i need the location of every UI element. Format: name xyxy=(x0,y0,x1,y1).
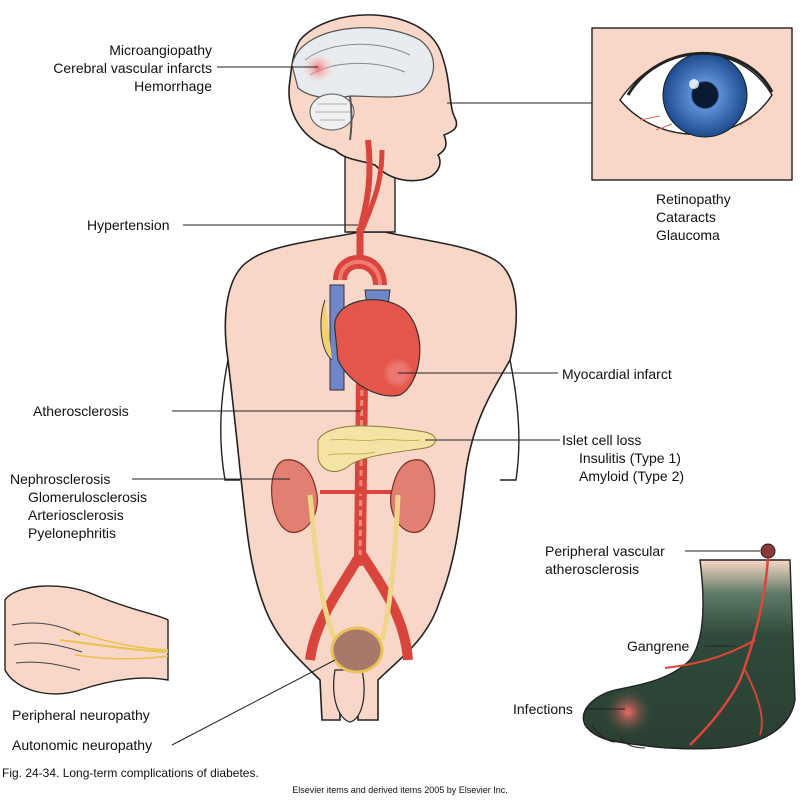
heart xyxy=(320,254,421,397)
kidneys xyxy=(271,459,436,641)
label-islet-cell-loss: Islet cell loss xyxy=(562,432,642,448)
label-peripheral-vascular: Peripheral vascular xyxy=(545,543,665,559)
label-autonomic-neuropathy: Autonomic neuropathy xyxy=(12,737,153,753)
right-arm xyxy=(500,359,520,481)
label-atherosclerosis: Atherosclerosis xyxy=(33,403,129,419)
hand-illustration xyxy=(4,585,169,695)
bladder xyxy=(330,626,384,674)
figure-caption: Fig. 24-34. Long-term complications of d… xyxy=(2,766,259,780)
leader-lines xyxy=(132,66,760,746)
left-arm xyxy=(220,359,240,481)
brain xyxy=(291,27,435,141)
label-cataracts: Cataracts xyxy=(656,209,716,225)
label-arteriosclerosis: Arteriosclerosis xyxy=(28,507,124,523)
eye-inset xyxy=(591,27,793,181)
label-retinopathy: Retinopathy xyxy=(656,191,731,207)
label-infections: Infections xyxy=(513,701,573,717)
label-insulitis: Insulitis (Type 1) xyxy=(579,450,681,466)
label-glomerulosclerosis: Glomerulosclerosis xyxy=(28,489,148,505)
copyright-notice: Elsevier items and derived items 2005 by… xyxy=(292,785,508,795)
arteries xyxy=(305,139,413,661)
label-hypertension: Hypertension xyxy=(87,217,170,233)
label-microangiopathy: Microangiopathy xyxy=(109,42,212,58)
label-peripheral-neuropathy: Peripheral neuropathy xyxy=(12,707,150,723)
label-glaucoma: Glaucoma xyxy=(656,227,720,243)
label-cerebral-vascular-infarcts: Cerebral vascular infarcts xyxy=(53,60,212,76)
label-myocardial-infarct: Myocardial infarct xyxy=(562,366,672,382)
label-nephrosclerosis: Nephrosclerosis xyxy=(10,471,111,487)
label-atherosclerosis-peripheral: atherosclerosis xyxy=(545,561,640,577)
label-amyloid: Amyloid (Type 2) xyxy=(579,468,685,484)
foot-illustration xyxy=(582,543,796,750)
pancreas xyxy=(317,425,436,473)
label-gangrene: Gangrene xyxy=(627,638,690,654)
label-pyelonephritis: Pyelonephritis xyxy=(28,525,116,541)
genitals xyxy=(333,669,365,723)
label-hemorrhage: Hemorrhage xyxy=(134,78,212,94)
